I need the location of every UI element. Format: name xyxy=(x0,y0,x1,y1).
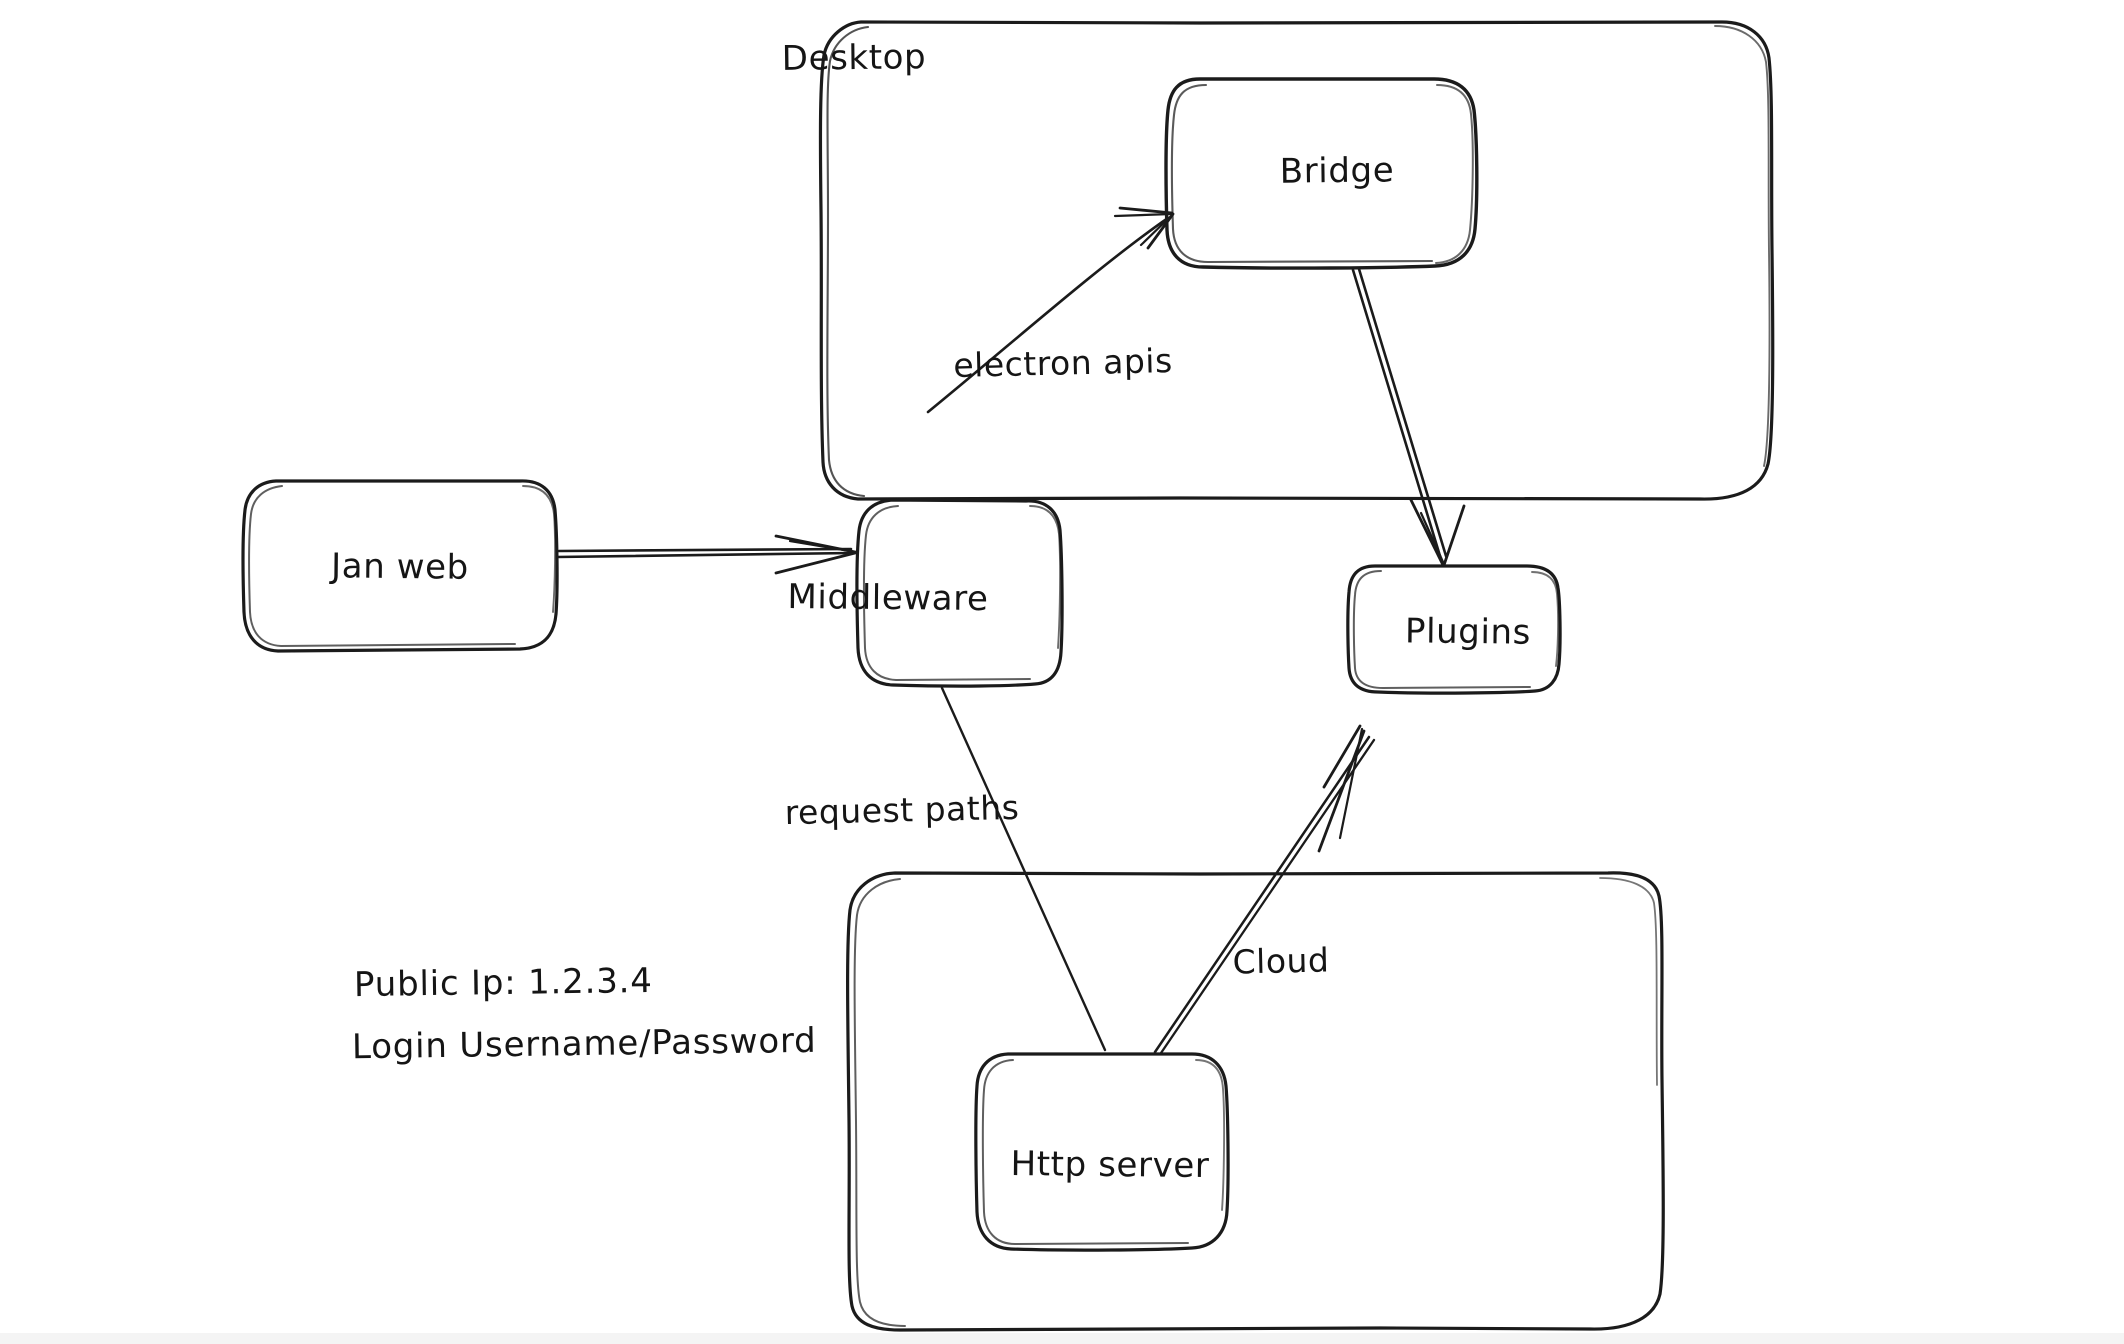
edge-label-request-paths: request paths xyxy=(784,787,1020,833)
edge-label-cloud: Cloud xyxy=(1232,940,1330,982)
edge-middleware-to-bridge xyxy=(926,206,1175,414)
node-label-middleware: Middleware xyxy=(787,576,989,620)
group-desktop-container xyxy=(818,20,1775,501)
note-public-ip: Public Ip: 1.2.3.4 xyxy=(353,960,653,1006)
node-http-server-shape[interactable] xyxy=(974,1052,1230,1252)
node-label-jan-web: Jan web xyxy=(330,546,470,588)
bottom-edge-band xyxy=(0,1333,2124,1344)
edge-bridge-to-plugins xyxy=(1351,267,1466,567)
node-middleware-shape[interactable] xyxy=(855,498,1064,688)
edge-http-server-to-plugins xyxy=(1153,724,1376,1055)
edge-jan-web-to-middleware xyxy=(555,534,858,575)
node-bridge-shape[interactable] xyxy=(1164,77,1479,270)
edge-label-electron-apis: electron apis xyxy=(952,341,1174,385)
node-label-http-server: Http server xyxy=(1010,1143,1210,1187)
node-jan-web-shape[interactable] xyxy=(241,479,559,653)
node-label-plugins: Plugins xyxy=(1404,611,1532,653)
edge-middleware-to-http-server xyxy=(940,686,1107,1052)
node-label-bridge: Bridge xyxy=(1279,150,1395,192)
node-plugins-shape[interactable] xyxy=(1346,564,1562,695)
group-cloud-container xyxy=(846,871,1665,1332)
note-login-credentials: Login Username/Password xyxy=(351,1020,817,1068)
group-label-desktop: Desktop xyxy=(781,37,927,79)
